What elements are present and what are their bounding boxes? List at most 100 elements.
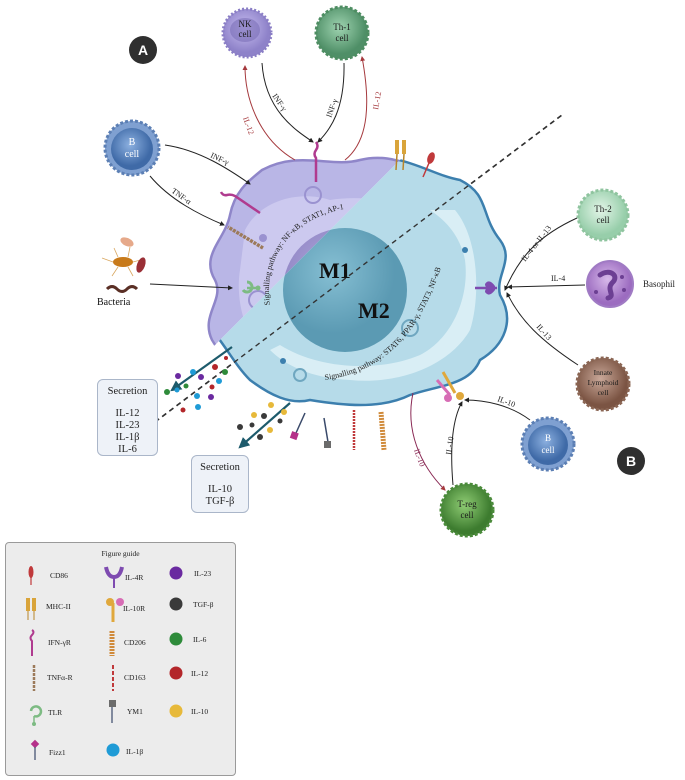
arrow-m1-secretion: [170, 346, 233, 392]
arrow-il10-from-b: [464, 397, 531, 421]
mhc-ii-icon: [26, 598, 36, 620]
mhc-ii-receptor-icon: [395, 140, 406, 171]
b-cell-right: B cell: [520, 416, 576, 472]
m2-secretion-title: Secretion: [200, 462, 240, 473]
il23-icon: [169, 566, 183, 580]
svg-text:cell: cell: [598, 388, 609, 397]
m1-secretion-item: IL-23: [115, 420, 140, 431]
il4-receptor-on-cell-icon: [475, 281, 497, 295]
svg-text:B: B: [129, 137, 136, 148]
ifng-receptor-top-icon: [313, 141, 319, 182]
treg-cell: T-reg cell: [439, 482, 495, 538]
legend-label: IL-4R: [125, 573, 144, 582]
th2-cell: Th-2 cell: [576, 188, 630, 242]
svg-text:A: A: [138, 42, 148, 58]
fizz1-on-cell-icon: [289, 412, 306, 441]
m2-secretion-item: IL-10: [208, 484, 232, 495]
m2-cytokine-dots: [237, 402, 287, 440]
m1-secretion-item: IL-1β: [115, 432, 140, 443]
ym1-on-cell-icon: [323, 417, 331, 448]
il4-receptor-icon: [104, 566, 124, 588]
il10-icon: [169, 704, 183, 718]
ifng-receptor-left-icon: [219, 191, 261, 215]
arrow-bacteria-to-tlr: [149, 283, 233, 291]
legend-label: IL-12: [191, 669, 209, 678]
receptors-on-macrophage: [219, 140, 497, 451]
svg-text:cell: cell: [461, 510, 474, 520]
il10-receptor-icon: [106, 598, 124, 622]
tlr-receptor-icon: [241, 280, 261, 294]
arrow-infg-from-th1: [317, 62, 345, 143]
fizz1-icon: [30, 739, 40, 760]
legend-label: IL-23: [194, 569, 212, 578]
il12-icon: [169, 666, 183, 680]
panel-a-badge: A: [129, 36, 157, 64]
arrow-il4-il13-from-th2: [504, 217, 578, 291]
legend-label: TNFα-R: [47, 673, 73, 682]
legend-label: CD86: [50, 571, 68, 580]
arrow-tnfa-from-b: [149, 175, 225, 226]
arrow-infg-from-b: [164, 144, 251, 185]
legend-label: TLR: [48, 708, 63, 717]
legend-label: CD206: [124, 638, 146, 647]
label-il13: IL-13: [535, 322, 554, 342]
innate-lymphoid-cell: Innate Lymphoid cell: [575, 356, 631, 412]
nk-cell: NK cell: [221, 7, 273, 59]
cd86-icon: [28, 566, 34, 585]
legend-label: IL-10R: [123, 604, 146, 613]
m1-secretion-item: IL-6: [118, 444, 137, 455]
legend-label: IL-6: [193, 635, 207, 644]
label-il10-to-treg: IL-10: [412, 448, 427, 468]
arrow-infg-from-nk: [261, 62, 314, 143]
m1-cytokine-dots: [164, 356, 228, 413]
il10-receptor-on-cell-icon: [435, 371, 464, 402]
arrow-il10-to-treg: [410, 392, 446, 491]
ifn-gamma-receptor-icon: [29, 629, 35, 656]
cd206-on-cell-icon: [378, 411, 387, 451]
svg-text:Th-1: Th-1: [333, 22, 351, 32]
basophil-cell: Basophil: [586, 260, 676, 308]
m1-secretion-box: Secretion IL-12 IL-23 IL-1β IL-6: [97, 379, 158, 456]
svg-text:B: B: [626, 453, 636, 469]
arrow-il12-to-th1: [344, 56, 368, 161]
tnfa-receptor-icon: [227, 225, 264, 250]
label-infg-th1: INF-γ: [324, 97, 339, 118]
m2-secretion-box: Secretion IL-10 TGF-β: [191, 455, 249, 513]
cd86-receptor-icon: [422, 152, 435, 178]
label-il12-nk: IL-12: [241, 116, 256, 136]
svg-text:cell: cell: [597, 215, 610, 225]
figure-guide-icons: [26, 566, 183, 760]
legend-label: IFN-γR: [48, 638, 71, 647]
svg-text:cell: cell: [125, 149, 140, 160]
ym1-icon: [109, 700, 116, 723]
il6-icon: [169, 632, 183, 646]
legend-label: MHC-II: [46, 602, 71, 611]
svg-text:cell: cell: [336, 33, 349, 43]
m2-secretion-item: TGF-β: [205, 496, 235, 507]
svg-text:T-reg: T-reg: [457, 499, 477, 509]
th1-cell: Th-1 cell: [314, 5, 370, 61]
svg-text:Th-2: Th-2: [594, 204, 612, 214]
label-il10-treg: IL-10: [444, 436, 455, 455]
legend-label: YM1: [127, 707, 143, 716]
svg-text:Innate: Innate: [594, 368, 613, 377]
svg-text:NK: NK: [239, 19, 252, 29]
arrow-il13-from-ilc: [506, 292, 579, 366]
legend-label: CD163: [124, 673, 146, 682]
b-cell-left: B cell: [103, 119, 161, 177]
legend-label: IL-1β: [126, 747, 144, 756]
bacteria-label: Bacteria: [97, 297, 131, 308]
m1-secretion-item: IL-12: [115, 408, 140, 419]
label-il12-th1: IL-12: [371, 91, 383, 111]
il1b-icon: [106, 743, 120, 757]
m2-label: M2: [358, 298, 390, 323]
arrow-il10-from-treg: [451, 401, 463, 486]
m1-label: M1: [319, 258, 351, 283]
legend-label: IL-10: [191, 707, 209, 716]
svg-text:cell: cell: [542, 445, 555, 455]
label-il4: IL-4: [551, 274, 565, 283]
basophil-label: Basophil: [643, 279, 676, 289]
label-il4-il13: IL-4 or IL-13: [519, 224, 553, 263]
bacteria-group: Bacteria: [97, 237, 146, 308]
